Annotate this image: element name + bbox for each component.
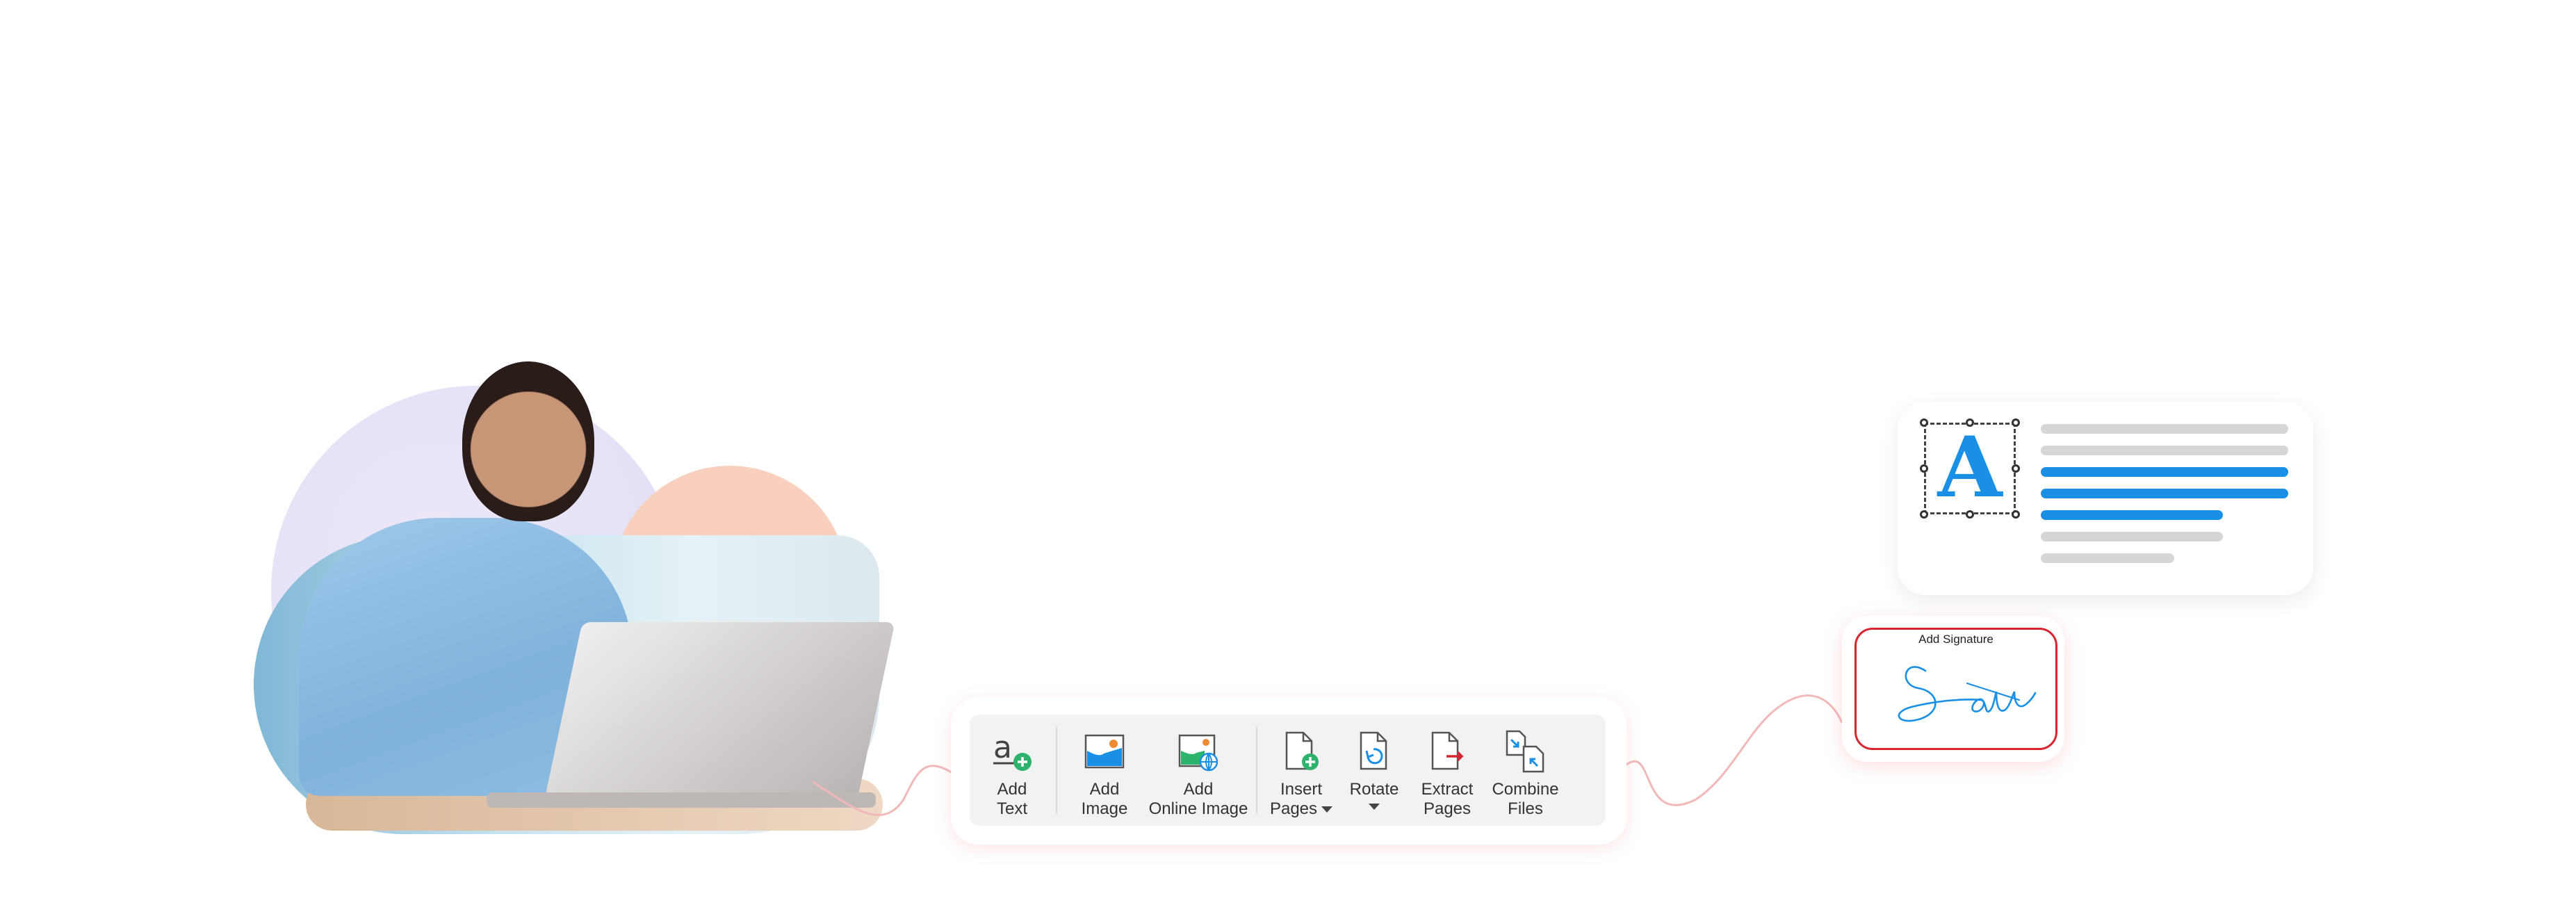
text-line-selected [2041,510,2223,520]
text-line-placeholder [2041,424,2288,434]
resize-handle[interactable] [1920,418,1928,427]
toolbar-separator [1056,727,1057,813]
resize-handle[interactable] [1966,418,1974,427]
extract-pages-icon [1431,731,1464,770]
chevron-down-icon[interactable] [1369,804,1380,810]
chevron-down-icon[interactable] [1321,806,1333,813]
text-line-selected [2041,489,2288,498]
rotate-button[interactable]: Rotate [1339,715,1409,826]
signature-title: Add Signature [1918,633,1994,646]
hero-laptop-base [487,792,876,808]
rotate-label: Rotate [1350,780,1399,810]
add-text-icon: a [993,730,1032,771]
hero-person-head [462,361,594,521]
resize-handle[interactable] [2012,418,2020,427]
text-glyph: A [1937,418,2003,516]
resize-handle[interactable] [2012,510,2020,519]
insert-pages-button[interactable]: Insert Pages [1263,715,1339,826]
add-online-image-icon [1178,734,1218,772]
text-line-placeholder [2041,446,2288,455]
combine-files-icon [1506,730,1544,773]
resize-handle[interactable] [1920,510,1928,519]
insert-pages-icon [1285,731,1319,770]
signature-drawing [1898,666,2037,722]
resize-handle[interactable] [1920,464,1928,473]
svg-text:a: a [993,730,1012,765]
text-line-selected [2041,467,2288,477]
insert-pages-label: Insert Pages [1270,780,1333,819]
resize-handle[interactable] [1966,510,1974,519]
resize-handle[interactable] [2012,464,2020,473]
rotate-icon [1360,731,1387,770]
add-image-icon [1084,734,1125,769]
text-line-placeholder [2041,532,2223,542]
text-line-placeholder [2041,553,2174,563]
signature-field[interactable] [1854,628,2057,750]
toolbar-separator [1256,727,1257,813]
signature-card [1842,616,2064,762]
